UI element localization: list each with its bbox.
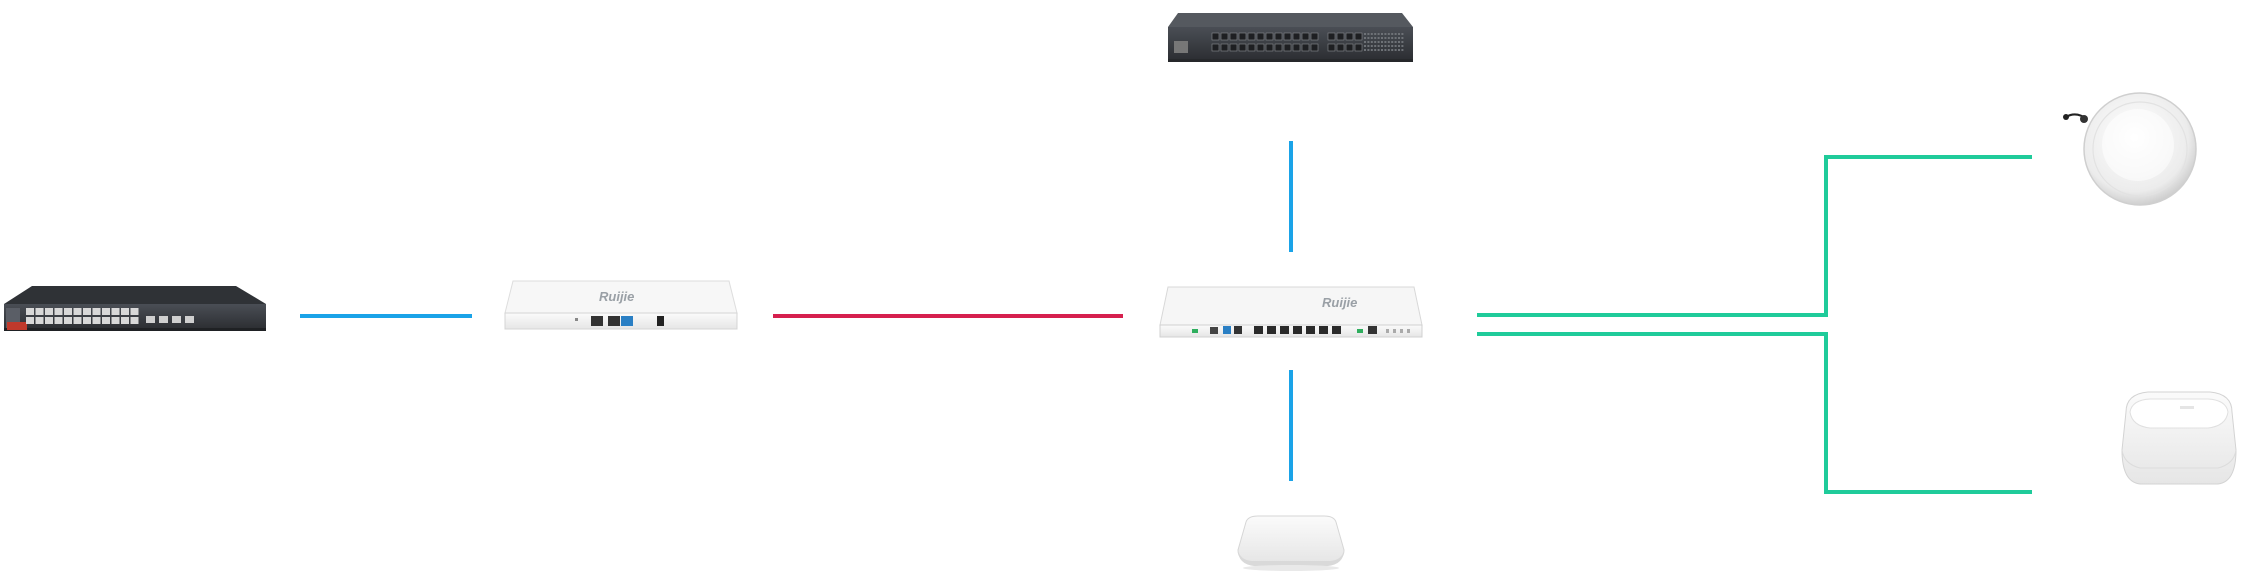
desktop-gateway-icon: Ruijie [504,280,738,330]
gateway-brand-label: Ruijie [599,289,634,304]
link-controller-to-round-ap [1477,155,2032,317]
ac-controller-icon: Ruijie [1159,286,1423,338]
ceiling-ap-bottom-device[interactable] [1237,515,1345,571]
aggregation-switch-device[interactable] [1168,13,1413,62]
core-switch-device[interactable] [4,286,266,331]
ceiling-ap-dome-device[interactable] [2121,391,2237,485]
link-controller-to-dome-ap [1477,332,2032,494]
ceiling-ap-round-device[interactable] [2063,92,2197,206]
rack-switch-24port-icon [4,286,266,331]
controller-brand-label: Ruijie [1322,295,1357,310]
round-access-point-icon [2063,92,2197,206]
controller-device[interactable]: Ruijie [1159,286,1423,338]
links [300,141,2032,494]
ceiling-access-point-icon [1237,515,1345,571]
gateway-device[interactable]: Ruijie [504,280,738,330]
dome-access-point-icon [2121,391,2237,485]
sfp-switch-icon [1168,13,1413,62]
